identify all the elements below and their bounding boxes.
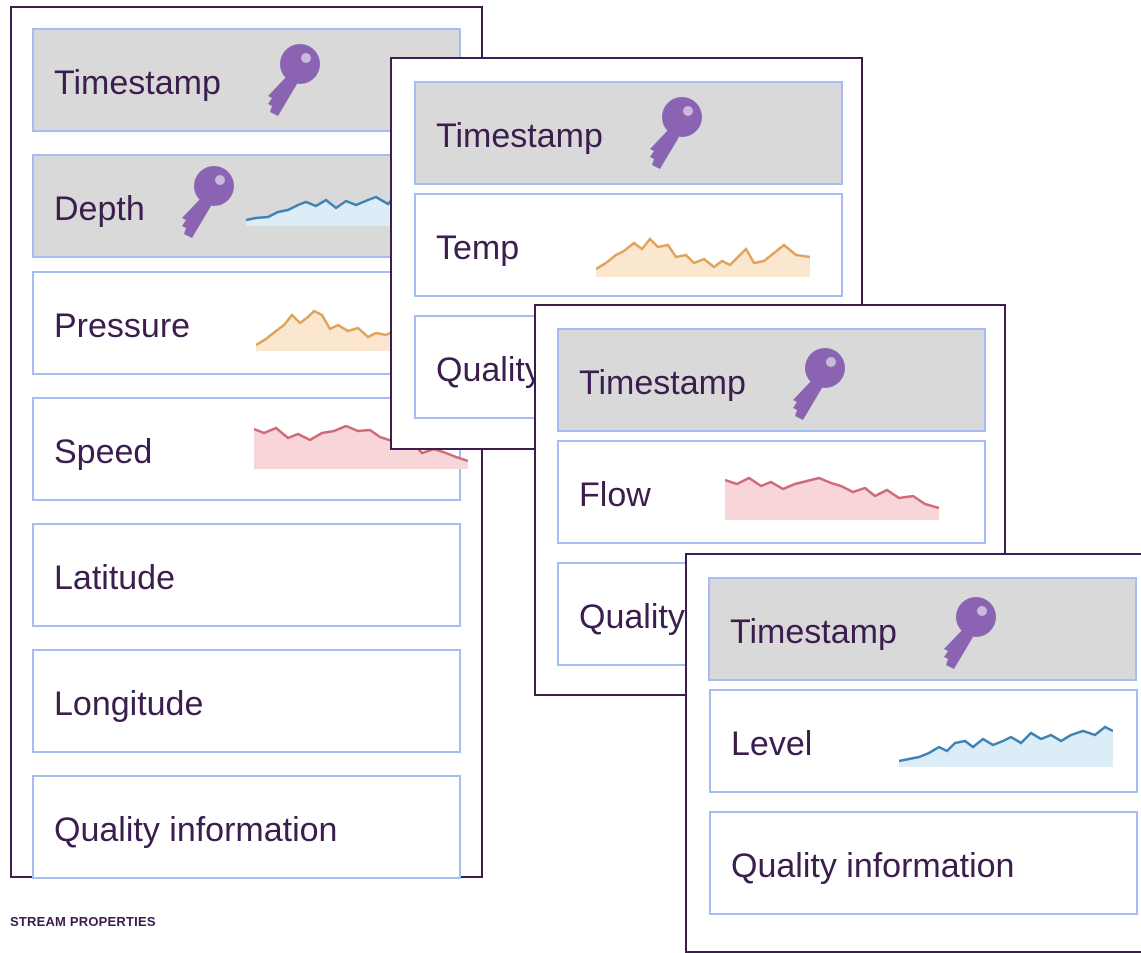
temp-sparkline (596, 237, 810, 277)
stream-properties-caption: STREAM PROPERTIES (10, 914, 156, 929)
key-icon (182, 166, 234, 238)
timestamp-row[interactable]: Timestamp (414, 81, 843, 185)
row-label: Timestamp (436, 117, 603, 155)
row-label: Quality information (54, 811, 338, 849)
row-label: Temp (436, 229, 520, 267)
sparkline-area (899, 727, 1113, 767)
key-icon (793, 348, 845, 420)
speed-row[interactable]: Speed (32, 397, 468, 501)
timestamp-row[interactable]: Timestamp (32, 28, 461, 132)
row-label: Flow (579, 476, 651, 514)
key-icon (944, 597, 996, 669)
sparkline-area (596, 239, 810, 277)
sparkline-line (596, 237, 810, 271)
stream-card-4: Timestamp Level Quality information (685, 553, 1141, 953)
row-label: Level (731, 725, 813, 763)
flow-row[interactable]: Flow (557, 440, 986, 544)
longitude-row[interactable]: Longitude (32, 649, 461, 753)
sparkline-area (254, 426, 468, 469)
row-label: Pressure (54, 307, 191, 345)
row-label: Speed (54, 433, 153, 471)
level-row[interactable]: Level (709, 689, 1138, 793)
row-label: Longitude (54, 685, 204, 723)
quality-information-row[interactable]: Quality information (32, 775, 461, 879)
row-label: Timestamp (730, 613, 897, 651)
sparkline-area (725, 478, 939, 520)
temp-row[interactable]: Temp (414, 193, 843, 297)
key-icon (268, 44, 320, 116)
row-label: Timestamp (579, 364, 746, 402)
quality-information-row[interactable]: Quality information (709, 811, 1138, 915)
latitude-row[interactable]: Latitude (32, 523, 461, 627)
row-label: Timestamp (54, 64, 221, 102)
row-label: Depth (54, 190, 145, 228)
timestamp-row[interactable]: Timestamp (557, 328, 986, 432)
level-sparkline (899, 725, 1113, 767)
key-icon (650, 97, 702, 169)
timestamp-row[interactable]: Timestamp (708, 577, 1137, 681)
sparkline-line (899, 725, 1113, 763)
sparkline-line (725, 476, 939, 510)
row-label: Latitude (54, 559, 175, 597)
row-label: Quality information (731, 847, 1015, 885)
flow-sparkline (725, 476, 939, 520)
